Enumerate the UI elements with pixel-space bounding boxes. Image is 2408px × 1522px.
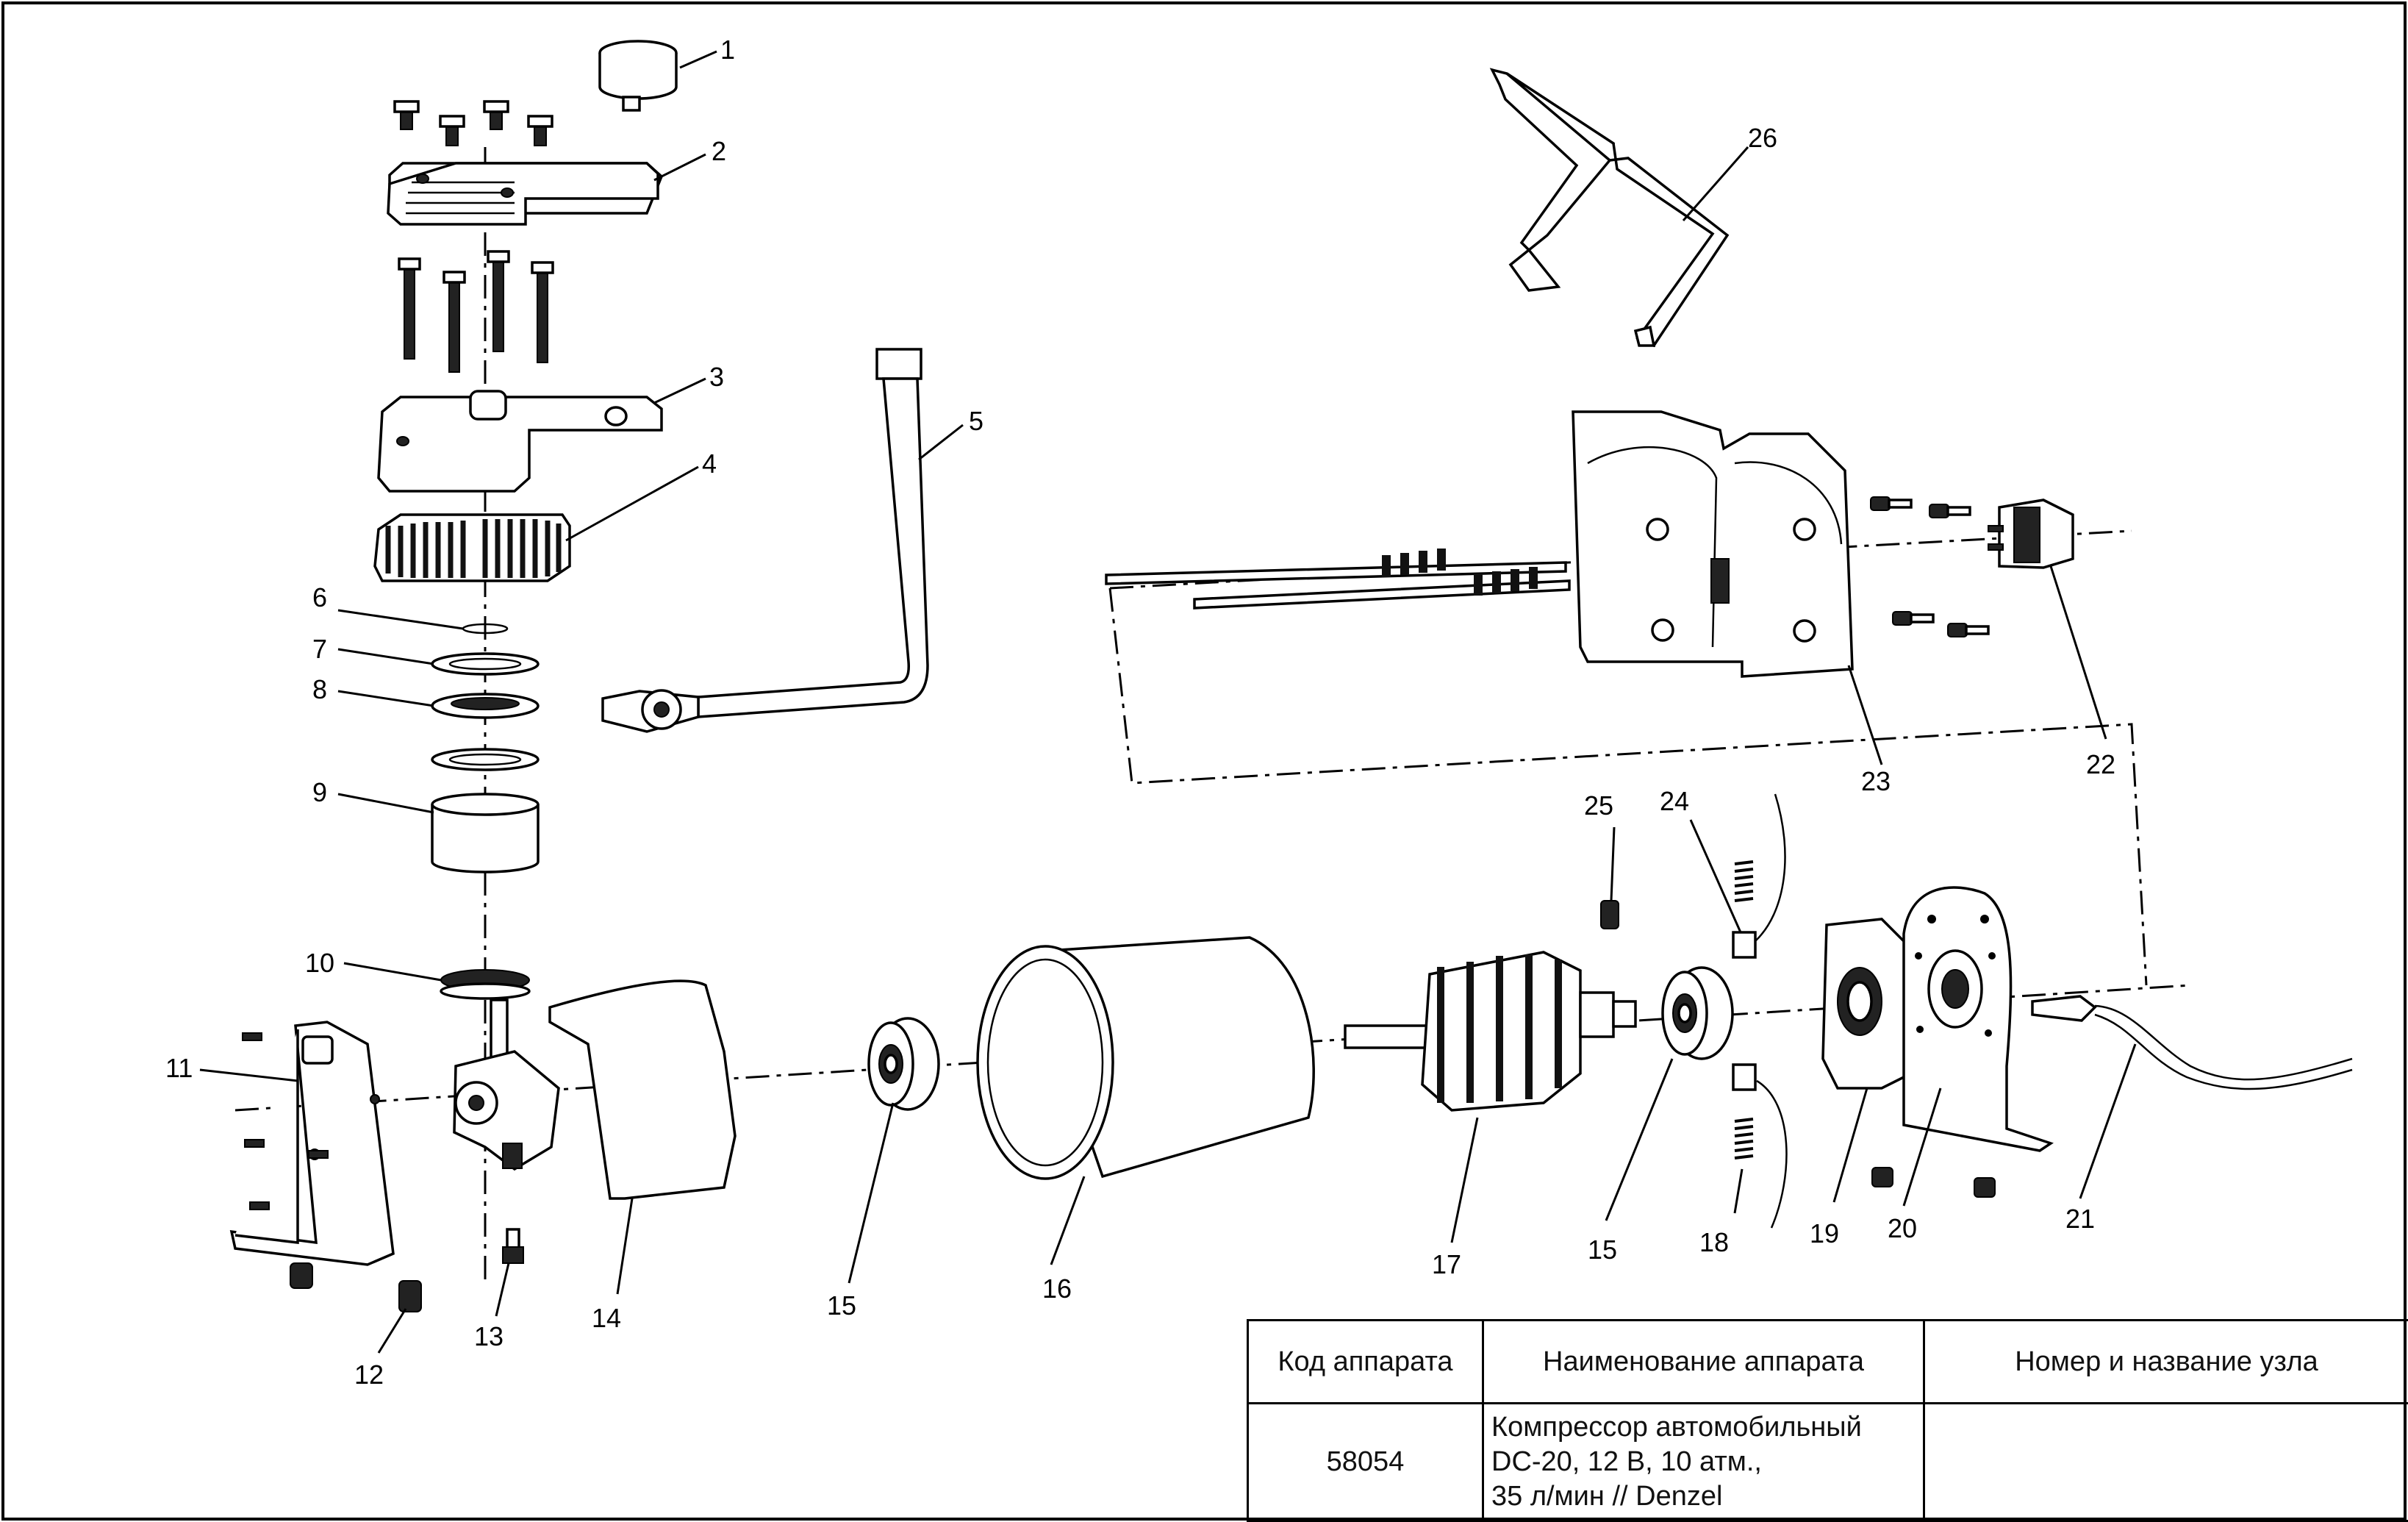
- device-code: 58054: [1247, 1402, 1484, 1522]
- callout-15b: 15: [1588, 1235, 1617, 1265]
- part-3-cylinder-head: [377, 390, 663, 493]
- part-13-pin: [502, 1228, 524, 1264]
- callout-2: 2: [712, 136, 726, 166]
- part-12-nut: [398, 1280, 422, 1312]
- part-10-piston-rod: [440, 969, 560, 1171]
- part-11-bracket: [229, 1021, 395, 1289]
- callout-21: 21: [2065, 1204, 2095, 1234]
- housing-screws: [1870, 496, 1990, 637]
- part-16-motor-housing: [976, 936, 1315, 1180]
- callout-18: 18: [1699, 1227, 1729, 1257]
- part-19-brush-plate: [1821, 918, 1913, 1090]
- callout-4: 4: [702, 449, 717, 479]
- callout-24: 24: [1660, 786, 1689, 816]
- cover-screws-top: [393, 100, 553, 146]
- part-21-power-cable: [2031, 995, 2353, 1090]
- callout-16: 16: [1042, 1273, 1072, 1304]
- header-node: Номер и название узла: [1923, 1319, 2408, 1404]
- tie-rods: [1105, 549, 1571, 610]
- part-17-armature: [1344, 951, 1637, 1112]
- callout-19: 19: [1810, 1218, 1839, 1248]
- part-7b-gasket: [431, 748, 540, 771]
- part-14-shroud: [548, 979, 737, 1200]
- callout-20: 20: [1888, 1213, 1917, 1243]
- part-7-gasket: [431, 652, 540, 676]
- part-8-valve-plate: [431, 693, 540, 719]
- part-23-main-housing: [1572, 410, 1990, 678]
- callout-12: 12: [354, 1360, 384, 1390]
- device-name-line-3: 35 л/мин // Denzel: [1491, 1481, 1723, 1512]
- leader-lines: [199, 50, 2137, 1354]
- part-25-small-spring: [1600, 900, 1619, 929]
- title-block-table: Код аппарата Наименование аппарата Номер…: [1247, 1319, 2408, 1522]
- callout-14: 14: [592, 1303, 621, 1333]
- callout-13: 13: [474, 1321, 504, 1351]
- part-15-bearing-left: [867, 1017, 940, 1111]
- header-code: Код аппарата: [1247, 1319, 1484, 1404]
- callout-9: 9: [312, 777, 327, 807]
- part-20-end-plate: [1871, 886, 2054, 1198]
- callout-numbers: 1 2 3 4 5 6 7 8 9 10 11 12 13 14 15 15 1…: [165, 35, 2115, 1390]
- callout-3: 3: [709, 362, 724, 392]
- callout-7: 7: [312, 634, 327, 664]
- callout-1: 1: [720, 35, 735, 65]
- callout-6: 6: [312, 582, 327, 612]
- callout-11: 11: [165, 1053, 193, 1083]
- callout-26: 26: [1748, 123, 1777, 153]
- bracket-screws: [242, 1032, 329, 1210]
- part-9-sleeve: [431, 793, 540, 873]
- part-5-air-hose: [601, 348, 929, 733]
- callout-10: 10: [305, 948, 334, 978]
- part-2-head-cover: [387, 100, 664, 226]
- part-1-cap: [598, 40, 678, 112]
- device-name: Компрессор автомобильный DC-20, 12 В, 10…: [1482, 1402, 1925, 1522]
- callout-8: 8: [312, 674, 327, 704]
- part-22-switch: [1988, 499, 2074, 569]
- callout-22: 22: [2086, 749, 2115, 779]
- callout-5: 5: [969, 406, 983, 436]
- callout-23: 23: [1861, 766, 1891, 796]
- part-26-handle: [1489, 68, 1730, 348]
- node-name: [1923, 1402, 2408, 1522]
- part-24-brush-holder: [1732, 793, 1786, 959]
- callout-17: 17: [1432, 1249, 1461, 1279]
- long-bolts: [398, 250, 554, 373]
- header-name: Наименование аппарата: [1482, 1319, 1925, 1404]
- part-18-brush-spring: [1732, 1063, 1788, 1229]
- device-name-line-2: DC-20, 12 В, 10 атм.,: [1491, 1446, 1762, 1477]
- callout-15a: 15: [827, 1290, 856, 1321]
- part-15-bearing-right: [1661, 966, 1734, 1060]
- part-4-finned-cylinder: [373, 513, 571, 582]
- device-name-line-1: Компрессор автомобильный: [1491, 1412, 1862, 1443]
- callout-25: 25: [1584, 790, 1613, 821]
